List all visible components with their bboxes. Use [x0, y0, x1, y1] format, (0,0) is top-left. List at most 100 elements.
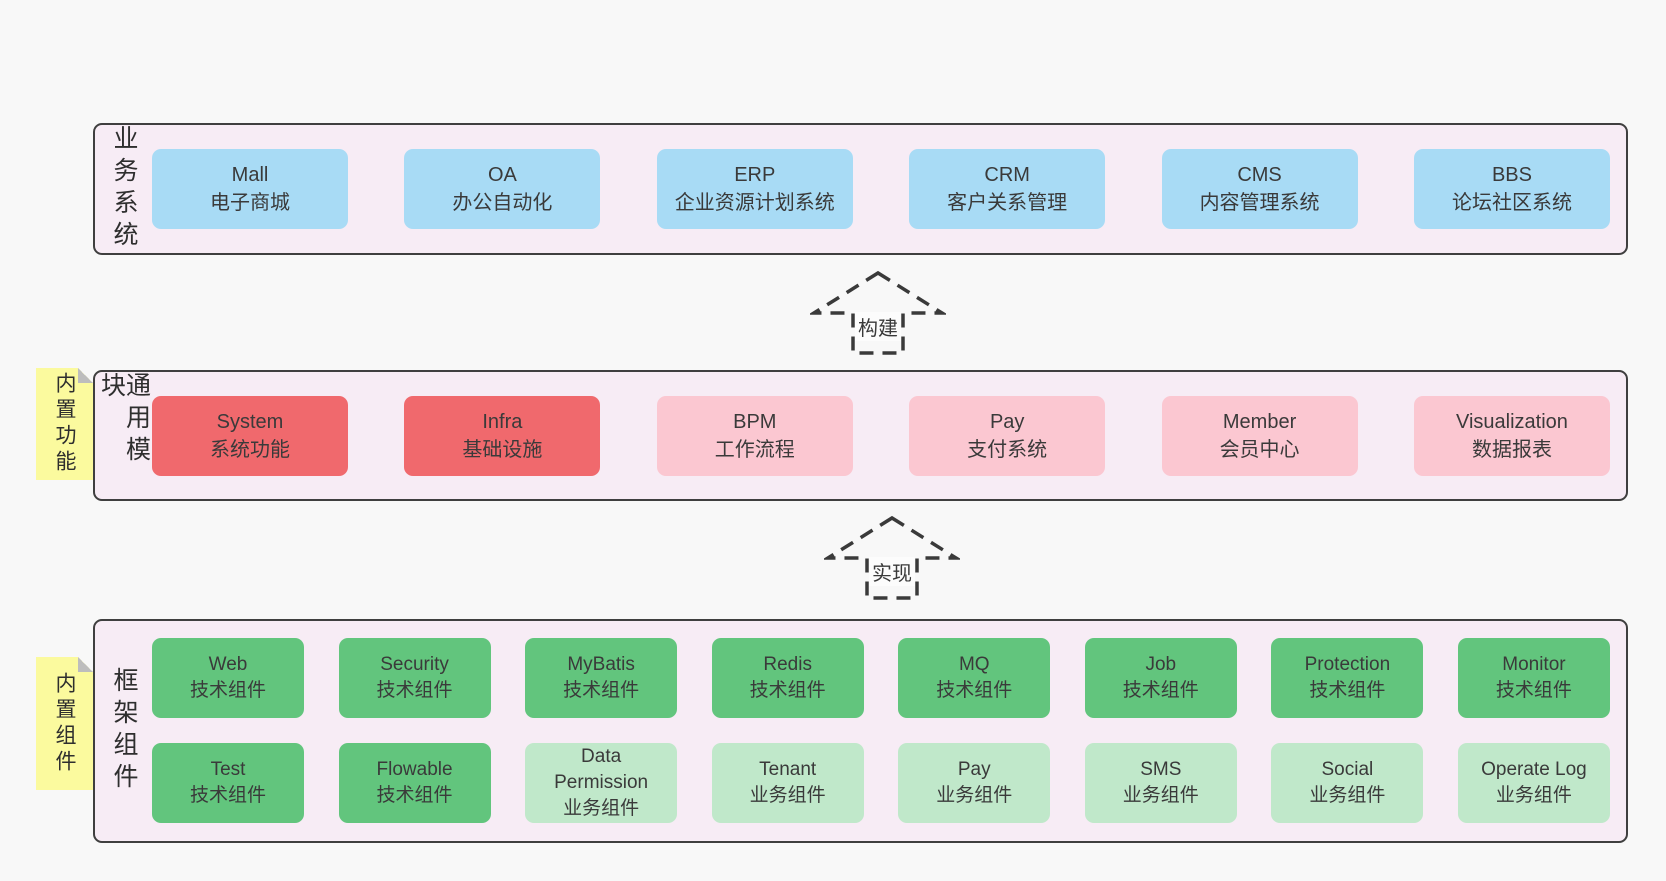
box-name: Pay — [989, 410, 1025, 433]
box-desc: 办公自动化 — [452, 192, 553, 214]
box-member: Member 会员中心 — [1161, 395, 1358, 476]
box-desc: 业务组件 — [936, 785, 1013, 806]
box-operate-log: Operate Log 业务组件 — [1457, 743, 1610, 823]
box-desc: 技术组件 — [1309, 680, 1386, 701]
box-name: System — [216, 410, 284, 433]
box-name: Monitor — [1502, 654, 1566, 675]
box-sms: SMS 业务组件 — [1084, 743, 1237, 823]
box-system: System 系统功能 — [152, 395, 348, 476]
box-name: ERP — [734, 164, 776, 186]
box-visualization: Visualization 数据报表 — [1413, 395, 1610, 476]
box-desc: 业务组件 — [1495, 785, 1572, 806]
arrow-implement-label: 实现 — [869, 557, 915, 586]
band-framework-components: 框架组件 Web 技术组件 Security 技术组件 MyBatis 技术组件… — [93, 619, 1628, 843]
box-name: SMS — [1140, 759, 1182, 780]
sticky-built-in-features-label: 内置功能 — [53, 372, 76, 476]
box-name: Flowable — [376, 759, 453, 780]
box-desc: 工作流程 — [714, 438, 795, 461]
box-web: Web 技术组件 — [152, 638, 304, 718]
box-name: Test — [210, 759, 246, 780]
box-social: Social 业务组件 — [1271, 743, 1424, 823]
box-name: MyBatis — [567, 654, 635, 675]
band-common-modules: 通用模块 System 系统功能 Infra 基础设施 BPM 工作流程 Pay… — [93, 370, 1628, 501]
box-desc: 论坛社区系统 — [1451, 192, 1572, 214]
box-job: Job 技术组件 — [1084, 638, 1237, 718]
box-test: Test 技术组件 — [152, 743, 304, 823]
box-name: Social — [1321, 759, 1374, 780]
box-name: Mall — [231, 164, 269, 186]
box-desc: 业务组件 — [1309, 785, 1386, 806]
box-name: Pay — [957, 759, 991, 780]
band-framework-components-label-column: 框架组件 — [95, 621, 152, 841]
box-flowable: Flowable 技术组件 — [338, 743, 491, 823]
box-tenant: Tenant 业务组件 — [711, 743, 864, 823]
box-desc: 技术组件 — [376, 785, 453, 806]
sticky-built-in-components-label: 内置组件 — [53, 671, 76, 776]
box-desc: 支付系统 — [967, 438, 1048, 461]
box-crm: CRM 客户关系管理 — [909, 149, 1106, 229]
box-cms: CMS 内容管理系统 — [1161, 149, 1358, 229]
framework-components-row-1: Web 技术组件 Security 技术组件 MyBatis 技术组件 Redi… — [152, 638, 1610, 718]
box-monitor: Monitor 技术组件 — [1457, 638, 1610, 718]
box-name: Tenant — [759, 759, 817, 780]
sticky-built-in-features: 内置功能 — [36, 368, 93, 480]
box-name: Visualization — [1455, 410, 1568, 433]
box-bbs: BBS 论坛社区系统 — [1413, 149, 1610, 229]
band-business-systems-title: 业务系统 — [110, 125, 138, 253]
box-name: Job — [1145, 654, 1177, 675]
box-desc: 技术组件 — [749, 680, 826, 701]
box-desc: 系统功能 — [210, 438, 290, 461]
box-desc: 电子商城 — [210, 192, 290, 214]
box-mq: MQ 技术组件 — [898, 638, 1051, 718]
up-arrow-icon — [810, 270, 946, 355]
arrow-implement: 实现 — [824, 513, 960, 603]
box-protection: Protection 技术组件 — [1271, 638, 1424, 718]
box-desc: 数据报表 — [1471, 438, 1552, 461]
arrow-build: 构建 — [810, 268, 946, 358]
box-name: Operate Log — [1481, 759, 1587, 780]
framework-components-row-2: Test 技术组件 Flowable 技术组件 Data Permission … — [152, 743, 1610, 823]
box-desc: 企业资源计划系统 — [674, 192, 835, 214]
arrow-build-label: 构建 — [855, 312, 901, 341]
box-desc: 会员中心 — [1219, 438, 1300, 461]
box-desc: 技术组件 — [189, 680, 266, 701]
box-name: MQ — [958, 654, 990, 675]
box-data-permission: Data Permission 业务组件 — [525, 743, 678, 823]
business-systems-row: Mall 电子商城 OA 办公自动化 ERP 企业资源计划系统 CRM 客户关系… — [152, 125, 1626, 253]
box-name: BPM — [733, 410, 777, 433]
box-desc: 技术组件 — [189, 785, 266, 806]
box-name: BBS — [1491, 164, 1532, 186]
box-infra: Infra 基础设施 — [404, 395, 601, 476]
box-name: Protection — [1304, 654, 1391, 675]
box-name: Infra — [482, 410, 523, 433]
band-business-systems-label-column: 业务系统 — [95, 125, 152, 253]
box-name: CMS — [1237, 164, 1282, 186]
box-name: Redis — [763, 654, 812, 675]
box-desc: 技术组件 — [936, 680, 1013, 701]
band-business-systems: 业务系统 Mall 电子商城 OA 办公自动化 ERP 企业资源计划系统 CRM… — [93, 123, 1628, 255]
box-name: Security — [380, 654, 449, 675]
box-desc: 业务组件 — [563, 798, 640, 819]
sticky-built-in-components: 内置组件 — [36, 657, 93, 790]
box-oa: OA 办公自动化 — [404, 149, 601, 229]
box-desc: 客户关系管理 — [947, 192, 1068, 214]
box-desc: 技术组件 — [376, 680, 453, 701]
box-desc: 技术组件 — [1122, 680, 1199, 701]
band-framework-components-title: 框架组件 — [110, 667, 138, 795]
box-desc: 内容管理系统 — [1199, 192, 1320, 214]
box-name: Data Permission — [554, 746, 649, 793]
folded-corner-icon — [78, 657, 93, 672]
box-security: Security 技术组件 — [338, 638, 491, 718]
box-name: Web — [208, 654, 248, 675]
box-erp: ERP 企业资源计划系统 — [656, 149, 853, 229]
box-bpm: BPM 工作流程 — [656, 395, 853, 476]
box-desc: 基础设施 — [462, 438, 543, 461]
box-redis: Redis 技术组件 — [711, 638, 864, 718]
framework-components-rows: Web 技术组件 Security 技术组件 MyBatis 技术组件 Redi… — [152, 621, 1626, 841]
box-name: Member — [1222, 410, 1297, 433]
common-modules-row: System 系统功能 Infra 基础设施 BPM 工作流程 Pay 支付系统… — [152, 372, 1626, 499]
box-desc: 技术组件 — [563, 680, 640, 701]
folded-corner-icon — [78, 368, 93, 383]
band-common-modules-label-column: 通用模块 — [95, 372, 152, 499]
